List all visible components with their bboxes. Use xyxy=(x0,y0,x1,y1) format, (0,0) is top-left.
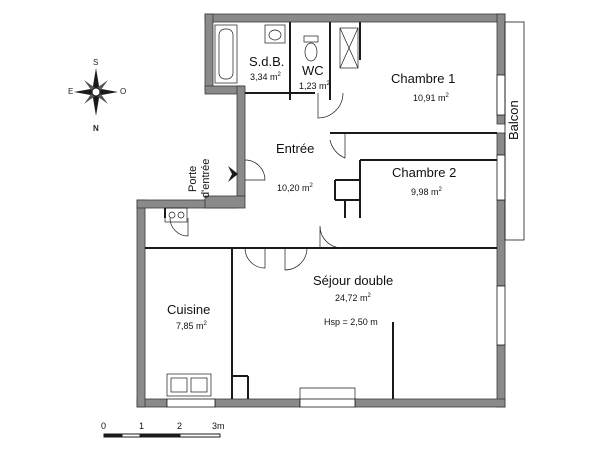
porte-label-line1: Porte xyxy=(187,165,199,192)
kitchen-sink xyxy=(166,373,212,397)
kitchen-unit xyxy=(164,207,188,223)
room-name-wc: WC xyxy=(302,63,324,78)
bathtub xyxy=(214,24,238,84)
ceiling-height-note: Hsp = 2,50 m xyxy=(324,317,378,327)
bathroom-sink xyxy=(264,24,286,44)
room-name-entree: Entrée xyxy=(276,141,315,156)
room-area-entree: 10,20 m2 xyxy=(277,183,313,193)
scale-bar xyxy=(103,433,221,438)
room-area-sdb: 3,34 m2 xyxy=(250,72,281,82)
entrance-arrow xyxy=(228,166,238,182)
room-area-sejour: 24,72 m2 xyxy=(335,293,371,303)
compass-rose xyxy=(74,68,118,116)
room-name-chambre2: Chambre 2 xyxy=(392,165,457,180)
balcon-label: Balcon xyxy=(506,100,521,140)
room-name-sejour: Séjour double xyxy=(313,273,394,288)
compass-west: O xyxy=(120,87,127,96)
wc-cupboard xyxy=(339,27,359,69)
scale-tick-1: 1 xyxy=(139,421,145,431)
room-area-chambre2: 9,98 m2 xyxy=(411,187,442,197)
scale-tick-3: 3m xyxy=(212,421,225,431)
balcony-outline xyxy=(504,21,525,241)
scale-tick-2: 2 xyxy=(177,421,183,431)
door-swings xyxy=(169,92,356,399)
room-name-sdb: S.d.B. xyxy=(249,54,285,69)
compass-north: N xyxy=(93,124,99,133)
room-area-cuisine: 7,85 m2 xyxy=(176,321,207,331)
toilet xyxy=(303,35,319,62)
room-area-chambre1: 10,91 m2 xyxy=(413,93,449,103)
porte-label-line2: d'entrée xyxy=(200,158,212,198)
compass-south: S xyxy=(93,58,99,67)
compass-east: E xyxy=(68,87,74,96)
scale-tick-0: 0 xyxy=(101,421,107,431)
room-name-cuisine: Cuisine xyxy=(167,302,211,317)
room-area-wc: 1,23 m2 xyxy=(299,81,330,91)
windows xyxy=(166,74,506,408)
interior-walls xyxy=(145,22,497,399)
room-name-chambre1: Chambre 1 xyxy=(391,71,456,86)
